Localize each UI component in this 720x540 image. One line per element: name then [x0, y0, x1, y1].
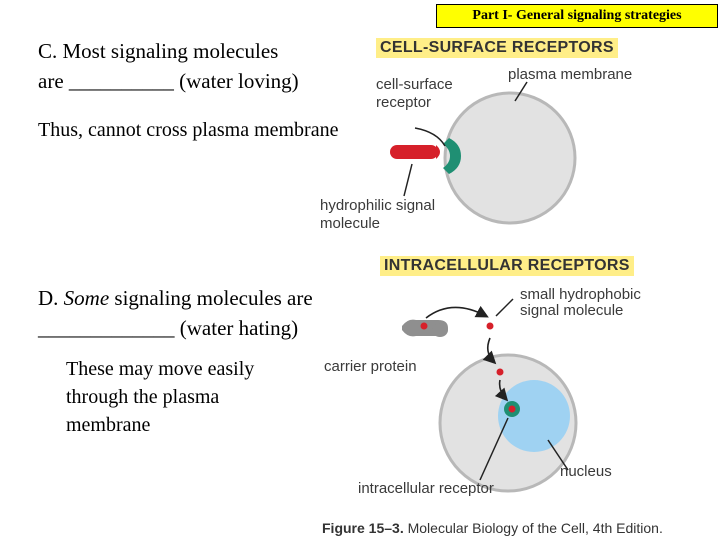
- figure-caption: Figure 15–3. Molecular Biology of the Ce…: [322, 520, 663, 536]
- entry-arrow: [482, 337, 497, 365]
- nucleus-pointer: [547, 439, 569, 471]
- point-d-note-line2: through the plasma: [66, 386, 220, 408]
- cell-surface-receptor-shape: [443, 138, 461, 174]
- carried-signal-molecule: [420, 322, 428, 330]
- intracellular-receptors-title: INTRACELLULAR RECEPTORS: [380, 256, 634, 276]
- nuclear-entry-arrow: [494, 379, 509, 402]
- hydrophilic-signal-molecule-shape: [390, 145, 438, 159]
- signal-pointer: [403, 163, 413, 197]
- cell-surface-receptors-title: CELL-SURFACE RECEPTORS: [376, 38, 618, 58]
- figure-caption-source: Molecular Biology of the Cell, 4th Editi…: [403, 520, 663, 536]
- point-d-emphasis: Some: [63, 286, 110, 310]
- small-molecule-pointer: [495, 298, 514, 317]
- receptor-pointer: [414, 127, 446, 147]
- point-d-rest: signaling molecules are: [109, 286, 313, 310]
- cell-surface-receptor-label-1: cell-surface: [376, 76, 453, 93]
- point-d-note-line3: membrane: [66, 414, 151, 436]
- release-arrow: [425, 305, 489, 319]
- point-c-line2: are __________ (water loving): [38, 69, 299, 93]
- plasma-membrane-pointer: [514, 81, 528, 102]
- point-c-note: Thus, cannot cross plasma membrane: [38, 119, 339, 141]
- point-c-line1: C. Most signaling molecules: [38, 39, 279, 63]
- intracellular-receptor-label: intracellular receptor: [358, 480, 494, 497]
- section-label: Part I- General signaling strategies: [436, 4, 718, 28]
- nucleus-shape: [498, 380, 570, 452]
- cytoplasm-signal-molecule: [496, 368, 504, 376]
- carrier-protein-label: carrier protein: [324, 358, 417, 375]
- figure-caption-number: Figure 15–3.: [322, 520, 404, 536]
- nucleus-label: nucleus: [560, 463, 612, 480]
- hydrophilic-label-2: molecule: [320, 215, 381, 232]
- upper-cell: [443, 91, 577, 225]
- small-hydrophobic-label-2: signal molecule: [520, 302, 624, 319]
- free-signal-molecule: [486, 322, 494, 330]
- point-d-line1: D. Some signaling molecules are: [38, 285, 313, 311]
- cell-surface-receptor-label-2: receptor: [376, 94, 432, 111]
- bound-signal-molecule: [508, 405, 516, 413]
- intracellular-receptor-pointer: [479, 417, 509, 481]
- point-d-line2: _____________ (water hating): [38, 316, 299, 340]
- point-d-prefix: D.: [38, 286, 64, 310]
- small-hydrophobic-label-1: small hydrophobic: [520, 286, 641, 303]
- point-d-note-line1: These may move easily: [66, 358, 255, 380]
- plasma-membrane-label: plasma membrane: [508, 66, 633, 83]
- hydrophilic-label-1: hydrophilic signal: [320, 197, 436, 214]
